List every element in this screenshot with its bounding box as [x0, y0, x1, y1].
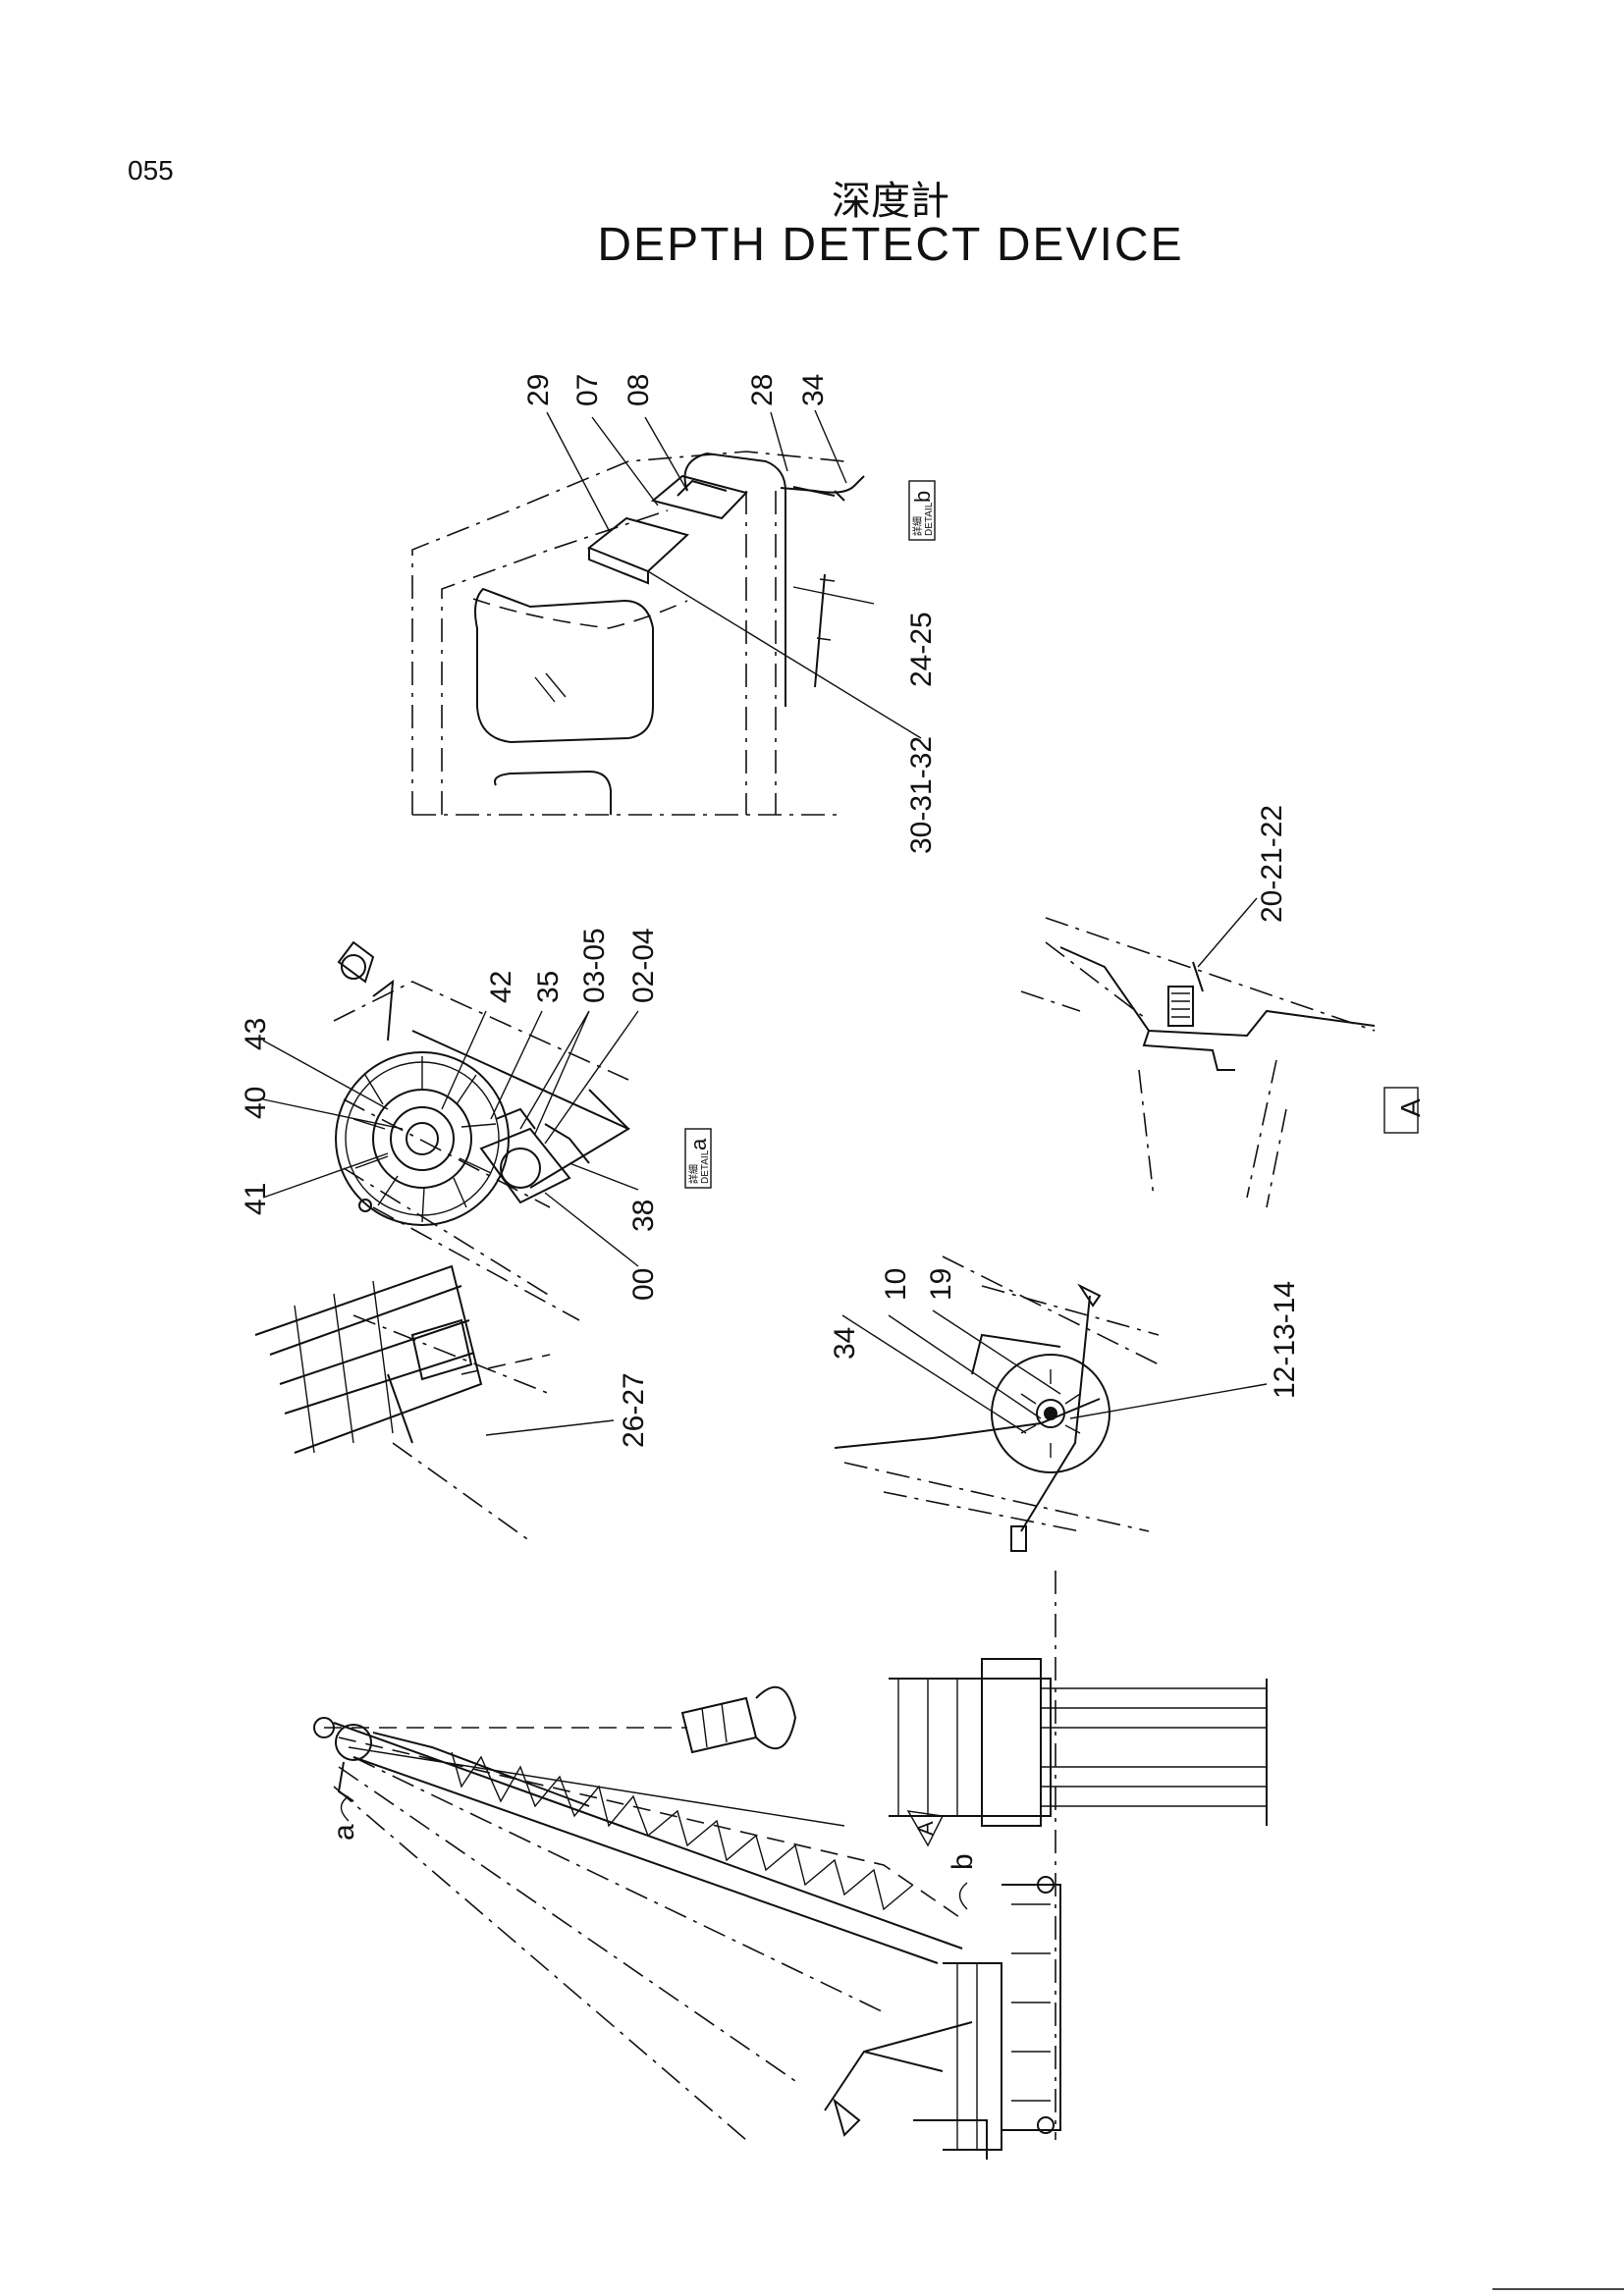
- page-number: 055: [128, 155, 174, 186]
- callout-02-04: 02-04: [627, 928, 660, 1003]
- svg-text:詳細: 詳細: [911, 516, 924, 536]
- callout-b: b: [947, 1853, 979, 1870]
- svg-text:a: a: [686, 1138, 711, 1150]
- view-a-sheave-group: 34 10 19 12-13-14: [829, 1255, 1301, 1552]
- display-unit-29: [587, 516, 690, 585]
- callout-20-21-22: 20-21-22: [1256, 805, 1288, 923]
- svg-text:DETAIL: DETAIL: [700, 1149, 711, 1184]
- callout-41: 41: [240, 1183, 272, 1215]
- svg-text:A: A: [1395, 1098, 1426, 1117]
- callout-a: a: [328, 1824, 360, 1841]
- detail-a-group: 43 40 41 42 35 03-05 02-04 38 00 詳細 DETA…: [240, 928, 712, 1321]
- callout-42: 42: [485, 971, 517, 1003]
- view-a-marker: A: [906, 1810, 945, 1847]
- callout-08: 08: [623, 374, 655, 406]
- callout-26-27: 26-27: [618, 1372, 650, 1448]
- svg-text:b: b: [910, 491, 935, 503]
- title-japanese: 深度計: [832, 179, 949, 224]
- callout-12-13-14: 12-13-14: [1269, 1281, 1301, 1399]
- detail-b-tag: 詳細 DETAIL b: [908, 480, 936, 541]
- svg-text:A: A: [913, 1821, 938, 1836]
- callout-34: 34: [797, 374, 830, 406]
- callout-24-25: 24-25: [905, 612, 938, 687]
- callout-35: 35: [532, 971, 565, 1003]
- callout-10: 10: [880, 1268, 912, 1301]
- title-english: DEPTH DETECT DEVICE: [597, 219, 1184, 271]
- callout-19: 19: [925, 1268, 957, 1301]
- machine-overview-group: A a b: [313, 1571, 1268, 2160]
- callout-34b: 34: [829, 1327, 861, 1360]
- encoder-unit: [479, 1107, 590, 1204]
- callout-30-31-32: 30-31-32: [905, 736, 938, 854]
- bracket-07-08: [650, 474, 748, 520]
- view-a-sheave-wheel: [991, 1354, 1110, 1473]
- callout-07: 07: [571, 374, 604, 406]
- callout-38: 38: [627, 1200, 660, 1232]
- detail-a-tag: 詳細 DETAIL a: [684, 1128, 712, 1189]
- svg-text:DETAIL: DETAIL: [924, 502, 935, 536]
- hinge-detail-group: 26-27: [254, 1264, 650, 1542]
- callout-00: 00: [627, 1268, 660, 1301]
- view-a-clamp-group: 20-21-22 A: [1020, 805, 1426, 1208]
- callout-03-05: 03-05: [578, 928, 611, 1003]
- callout-40: 40: [240, 1087, 272, 1119]
- detail-b-group: 29 07 08 28 34 24-25 30-31-32 詳細 DETAIL …: [411, 374, 938, 854]
- view-a-label: A: [1383, 1087, 1426, 1134]
- callout-28: 28: [746, 374, 779, 406]
- callout-29: 29: [522, 374, 555, 406]
- callout-43: 43: [240, 1018, 272, 1050]
- sheave-wheel: [335, 1051, 510, 1226]
- hook-block: [680, 1685, 797, 1754]
- svg-text:詳細: 詳細: [687, 1164, 700, 1184]
